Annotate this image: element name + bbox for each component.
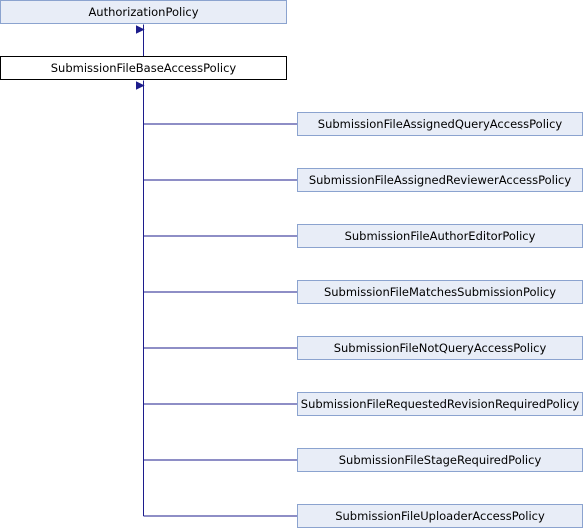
- node-submission-file-requested-revision-required-policy[interactable]: SubmissionFileRequestedRevisionRequiredP…: [297, 392, 583, 416]
- node-submission-file-author-editor-policy[interactable]: SubmissionFileAuthorEditorPolicy: [297, 224, 583, 248]
- node-authorization-policy-label: AuthorizationPolicy: [88, 5, 198, 19]
- node-submission-file-stage-required-policy-label: SubmissionFileStageRequiredPolicy: [339, 453, 542, 467]
- node-submission-file-assigned-reviewer-access-policy-label: SubmissionFileAssignedReviewerAccessPoli…: [309, 173, 572, 187]
- node-submission-file-matches-submission-policy-label: SubmissionFileMatchesSubmissionPolicy: [324, 285, 556, 299]
- node-submission-file-not-query-access-policy-label: SubmissionFileNotQueryAccessPolicy: [334, 341, 547, 355]
- node-submission-file-author-editor-policy-label: SubmissionFileAuthorEditorPolicy: [345, 229, 536, 243]
- node-submission-file-requested-revision-required-policy-label: SubmissionFileRequestedRevisionRequiredP…: [301, 397, 580, 411]
- node-authorization-policy[interactable]: AuthorizationPolicy: [0, 0, 287, 24]
- node-submission-file-assigned-query-access-policy-label: SubmissionFileAssignedQueryAccessPolicy: [318, 117, 563, 131]
- child-nodes: SubmissionFileAssignedQueryAccessPolicyS…: [297, 112, 583, 528]
- node-submission-file-stage-required-policy[interactable]: SubmissionFileStageRequiredPolicy: [297, 448, 583, 472]
- node-submission-file-base-access-policy-label: SubmissionFileBaseAccessPolicy: [51, 61, 237, 75]
- node-submission-file-base-access-policy[interactable]: SubmissionFileBaseAccessPolicy: [0, 56, 287, 80]
- node-submission-file-uploader-access-policy-label: SubmissionFileUploaderAccessPolicy: [335, 509, 545, 523]
- node-submission-file-uploader-access-policy[interactable]: SubmissionFileUploaderAccessPolicy: [297, 504, 583, 528]
- node-submission-file-matches-submission-policy[interactable]: SubmissionFileMatchesSubmissionPolicy: [297, 280, 583, 304]
- node-submission-file-not-query-access-policy[interactable]: SubmissionFileNotQueryAccessPolicy: [297, 336, 583, 360]
- child-edges: [136, 80, 298, 517]
- node-submission-file-assigned-query-access-policy[interactable]: SubmissionFileAssignedQueryAccessPolicy: [297, 112, 583, 136]
- node-submission-file-assigned-reviewer-access-policy[interactable]: SubmissionFileAssignedReviewerAccessPoli…: [297, 168, 583, 192]
